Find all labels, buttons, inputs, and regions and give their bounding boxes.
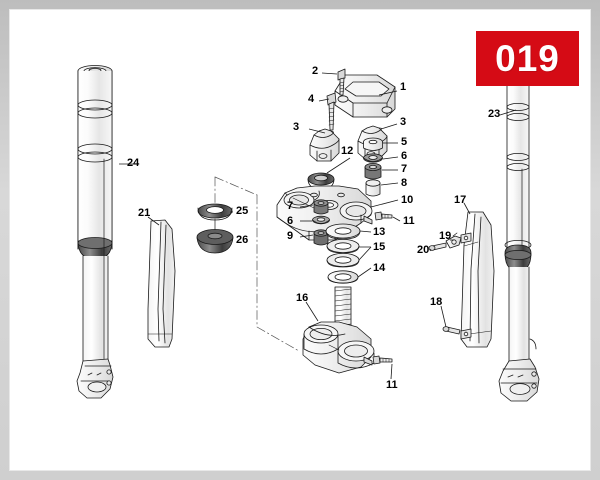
top-cover-shape (334, 74, 396, 118)
lower-triple-clamp-shape (302, 321, 375, 374)
diagram-canvas (9, 9, 591, 471)
guard-bracket-19 (445, 232, 462, 249)
callout-14: 14 (373, 262, 386, 274)
callout-21: 21 (138, 207, 151, 219)
callout-20: 20 (417, 244, 430, 256)
page-number-badge: 019 (476, 31, 579, 86)
bolt-2-shape (337, 68, 346, 96)
leader-lines (119, 72, 517, 380)
pinch-bolt-11-upper (374, 211, 393, 221)
right-fork-guard-shape (460, 211, 495, 348)
callout-3-left: 3 (293, 121, 300, 133)
guard-screw-20 (428, 242, 447, 251)
callout-7-upper: 7 (401, 163, 408, 175)
callout-11-upper: 11 (403, 215, 415, 227)
callout-10: 10 (401, 194, 414, 206)
callout-26: 26 (236, 234, 249, 246)
callout-15: 15 (373, 241, 386, 253)
callout-13: 13 (373, 226, 386, 238)
left-fork-leg-shape (76, 65, 114, 399)
seal-parts (196, 203, 234, 254)
steering-nut-12 (307, 172, 335, 190)
callout-3-right: 3 (400, 116, 407, 128)
callout-18: 18 (430, 296, 443, 308)
callout-12: 12 (341, 145, 354, 157)
callout-9: 9 (287, 230, 294, 242)
clamp-left-shape (309, 128, 340, 162)
callout-2: 2 (312, 65, 319, 77)
callout-1: 1 (400, 81, 407, 93)
diagram-sheet: 1 2 3 3 4 5 6 7 8 12 7 6 9 10 11 13 15 1… (9, 9, 591, 471)
callout-16: 16 (296, 292, 309, 304)
chain-leader (214, 176, 300, 352)
callout-11-lower: 11 (386, 379, 398, 391)
callout-6-upper: 6 (401, 150, 408, 162)
callout-6-left: 6 (287, 215, 294, 227)
guard-screw-18 (442, 326, 461, 335)
left-fork-guard-shape (147, 219, 176, 348)
callout-23: 23 (488, 108, 501, 120)
page-number-text: 019 (495, 38, 560, 79)
washer-stack-right (363, 137, 383, 197)
callout-25: 25 (236, 205, 249, 217)
pinch-bolt-11-lower (372, 355, 393, 365)
bolt-4-shape (326, 92, 337, 131)
callout-19: 19 (439, 230, 452, 242)
callout-24: 24 (127, 157, 140, 169)
washer-stack-left (292, 197, 330, 246)
bearing-stack (325, 223, 361, 284)
callout-17: 17 (454, 194, 467, 206)
right-fork-leg-shape (498, 40, 540, 402)
callout-5: 5 (401, 136, 408, 148)
callout-8: 8 (401, 177, 408, 189)
callout-4: 4 (308, 93, 315, 105)
callout-7-left: 7 (287, 200, 294, 212)
